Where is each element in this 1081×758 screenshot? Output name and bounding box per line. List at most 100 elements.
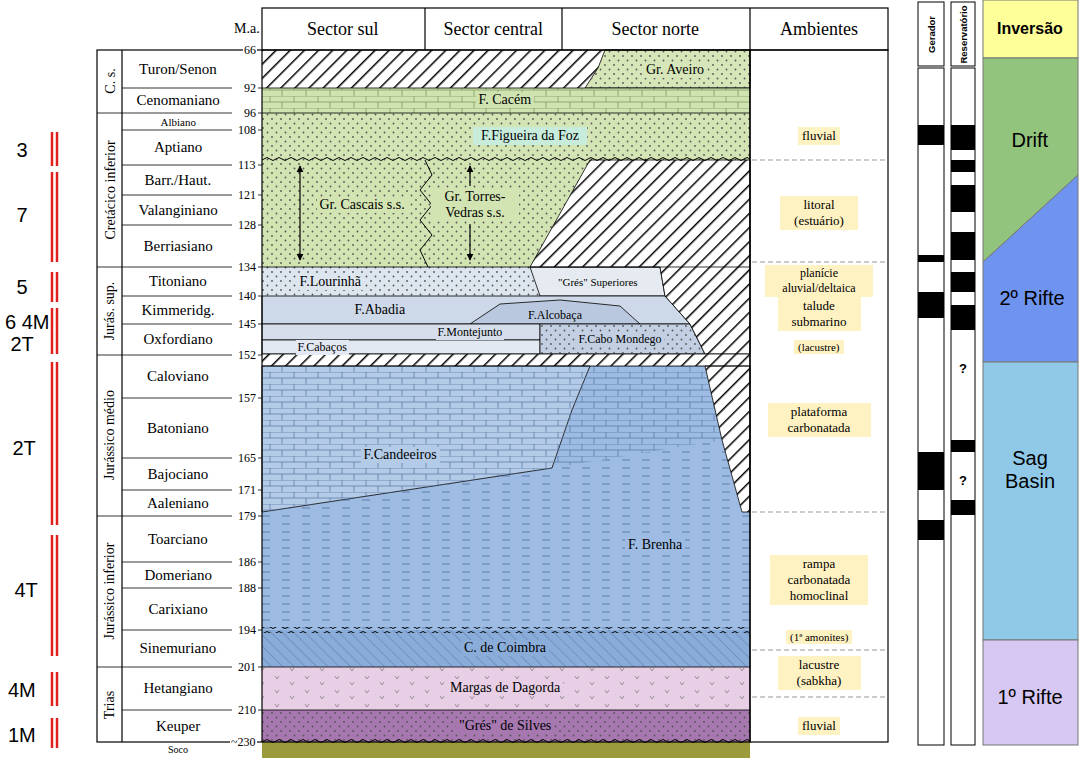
environment-box: fluvial: [798, 717, 840, 735]
node-text: fluvial: [802, 718, 836, 734]
age-label: 96: [243, 106, 257, 121]
node-text: F.Lourinhã: [300, 274, 361, 290]
callout-number: 3: [17, 139, 28, 162]
formation-band: F.Lourinhã: [297, 274, 364, 290]
node-text: (1ª amonites): [790, 631, 848, 643]
node-text: litoral (estuário): [784, 197, 854, 229]
callout-number: 2T: [11, 333, 34, 356]
stage-label: Toarciano: [148, 531, 208, 548]
age-label: 188: [237, 581, 257, 596]
node-text: Gr. Torres-Vedras s.s.: [434, 189, 516, 221]
stage-label: Aptiano: [154, 139, 202, 156]
age-label: 140: [237, 289, 257, 304]
period-label: Jurássico inferior: [102, 543, 118, 640]
stage-label: Berriasiano: [144, 238, 213, 255]
node-text: Margas de Dagorda: [450, 680, 560, 696]
node-text: Gr. Cascais s.s.: [320, 197, 405, 213]
age-label: 152: [237, 348, 257, 363]
formation-band: F.Alcobaça: [526, 308, 584, 323]
formation-band: Gr. Aveiro: [643, 62, 707, 78]
column-header: M.a.: [234, 21, 260, 37]
stage-label: Titoniano: [149, 273, 207, 290]
stage-label: Cenomaniano: [137, 92, 220, 109]
age-label: 66: [243, 43, 257, 58]
stage-label: Batoniano: [147, 420, 209, 437]
column-header: Reservatório: [958, 5, 969, 63]
node-text: Inversão: [997, 20, 1063, 38]
period-label: Jurássico médio: [102, 390, 118, 480]
environment-box: plataforma carbonatada: [768, 403, 871, 437]
callout-number: 7: [17, 204, 28, 227]
node-text: F. Brenha: [628, 537, 682, 553]
stage-label: Aaleniano: [147, 495, 209, 512]
node-text: F.Montejunto: [438, 325, 503, 340]
age-label: 128: [237, 218, 257, 233]
node-text: "Grés" de Silves: [459, 718, 551, 734]
phase-band: Inversão: [997, 20, 1063, 38]
stage-label: Kimmeridg.: [142, 302, 215, 319]
age-label: ~230: [230, 735, 257, 750]
formation-band: F.Montejunto: [436, 325, 505, 340]
node-text: F.Alcobaça: [528, 308, 582, 323]
environment-box: (lacustre): [794, 340, 844, 354]
stage-label: Barr./Haut.: [145, 172, 212, 189]
column-header: Sector central: [444, 19, 543, 40]
node-text: 2º Rifte: [1000, 287, 1065, 310]
stage-label: Oxfordiano: [144, 331, 213, 348]
column-header: Sector sul: [307, 19, 379, 40]
formation-band: F.Cabaços: [296, 340, 349, 355]
column-header: Sector norte: [612, 19, 699, 40]
callout-number: 1M: [8, 724, 36, 747]
stage-label: Bajociano: [148, 466, 209, 483]
node-text: F.Cabaços: [298, 340, 347, 355]
node-text: (lacustre): [798, 341, 840, 353]
environment-box: planície aluvial/deltaica: [765, 265, 873, 297]
callout-number: 4M: [8, 679, 36, 702]
environment-box: litoral (estuário): [780, 196, 858, 230]
environment-box: talude submarino: [778, 297, 861, 331]
age-label: 157: [237, 391, 257, 406]
phase-band: 1º Rifte: [998, 686, 1063, 709]
callout-number: 2T: [13, 437, 36, 460]
formation-band: Gr. Cascais s.s.: [317, 197, 408, 213]
node-text: F.Cabo Mondego: [579, 332, 662, 347]
formation-band: F.Abadia: [352, 302, 409, 318]
environment-box: rampa carbonatada homoclinal: [770, 555, 868, 605]
age-label: 194: [237, 623, 257, 638]
environment-box: lacustre (sabkha): [778, 656, 861, 690]
node-text: "Grés" Superiores: [558, 276, 638, 288]
callout-number: 4T: [15, 579, 38, 602]
callout-number: 6 4M: [5, 311, 49, 334]
formation-band: "Grés" Superiores: [556, 276, 640, 288]
formation-band: Margas de Dagorda: [447, 680, 563, 696]
node-text: plataforma carbonatada: [772, 404, 867, 436]
stage-label: Valanginiano: [139, 202, 218, 219]
formation-band: Gr. Torres-Vedras s.s.: [431, 189, 519, 221]
stage-label: Albiano: [161, 116, 196, 128]
uncertain-mark: ?: [959, 361, 967, 376]
phase-band: Sag Basin: [990, 447, 1070, 493]
age-label: 186: [237, 555, 257, 570]
environment-box: (1ª amonites): [786, 630, 852, 644]
age-label: 171: [237, 483, 257, 498]
node-text: F.Figueira da Foz: [481, 128, 579, 144]
node-text: F. Cacém: [479, 92, 532, 108]
uncertain-mark: ?: [959, 473, 967, 488]
age-label: 165: [237, 451, 257, 466]
age-label: 113: [237, 158, 257, 173]
node-text: rampa carbonatada homoclinal: [774, 556, 864, 604]
age-label: 108: [237, 123, 257, 138]
period-label: Trias: [102, 691, 118, 719]
phase-band: Drift: [1012, 129, 1049, 152]
formation-band: F.Figueira da Foz: [473, 127, 587, 145]
age-label: 121: [237, 188, 257, 203]
node-text: lacustre (sabkha): [782, 657, 857, 689]
stage-label: Domeriano: [145, 567, 212, 584]
node-text: Sag Basin: [990, 447, 1070, 493]
period-label: Jurás. sup.: [102, 282, 118, 341]
stage-label: Sinemuriano: [140, 640, 217, 657]
period-label: C. s.: [102, 68, 118, 93]
formation-band: F. Brenha: [625, 537, 685, 553]
age-label: 210: [237, 703, 257, 718]
